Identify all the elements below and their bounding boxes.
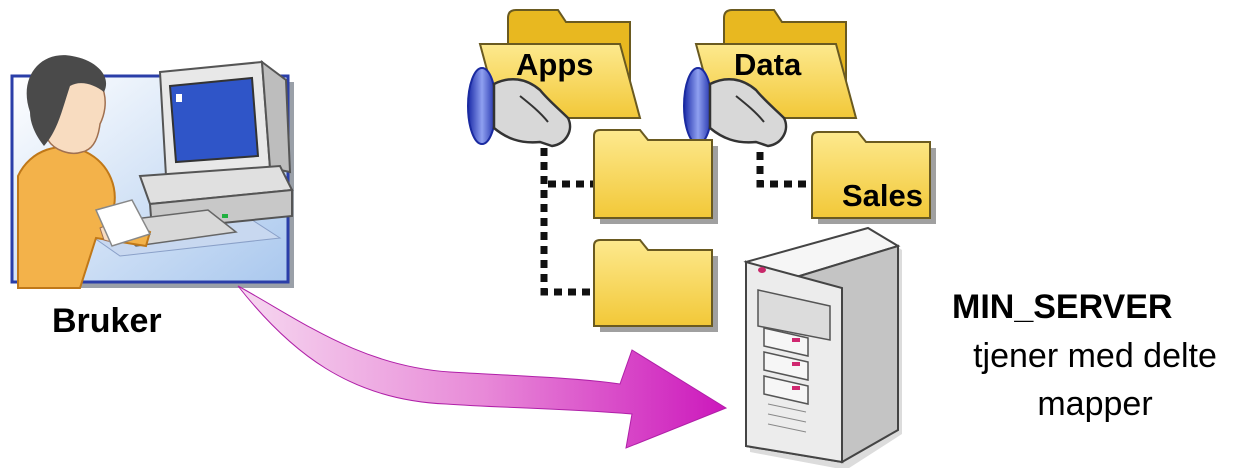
- user-computer-icon: [10, 55, 294, 289]
- folder-label-apps: Apps: [516, 47, 594, 82]
- folder-icon: Sales: [811, 131, 936, 224]
- server-name: MIN_SERVER: [952, 288, 1173, 326]
- folder-icon: [593, 239, 718, 332]
- shared-hand-icon: [467, 67, 572, 148]
- server-description: tjener med delte mapper: [973, 337, 1217, 423]
- curved-arrow-icon: [237, 285, 728, 449]
- server-tower-icon: [743, 226, 902, 468]
- folder-icon: [593, 129, 718, 224]
- folder-connectors: [540, 148, 812, 296]
- folder-label-sales: Sales: [842, 178, 923, 213]
- user-label: Bruker: [52, 302, 162, 340]
- folder-label-data: Data: [734, 47, 802, 82]
- shared-hand-icon: [683, 67, 788, 148]
